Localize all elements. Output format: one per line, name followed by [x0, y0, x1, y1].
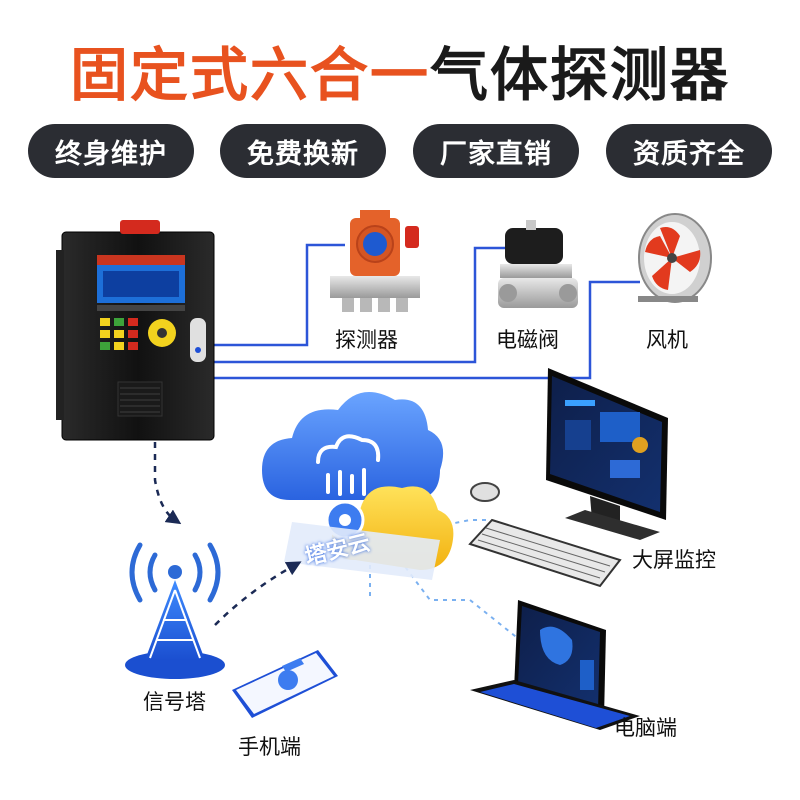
- laptop-icon: [470, 600, 640, 730]
- label-fan: 风机: [646, 328, 688, 352]
- alarm-light-icon: [120, 220, 160, 234]
- mouse-icon: [470, 482, 500, 502]
- title-highlight: 固定式六合一: [69, 41, 430, 109]
- monitor-icon: [546, 368, 668, 540]
- phone-icon: [232, 650, 338, 718]
- solenoid-valve-icon: [498, 220, 578, 308]
- title-rest: 气体探测器: [430, 41, 731, 109]
- cloud-icon: [262, 392, 454, 580]
- label-pc: 电脑端: [614, 716, 677, 740]
- connection-lines: [212, 243, 640, 380]
- label-phone: 手机端: [238, 735, 301, 759]
- network-dashed-lines: [369, 519, 521, 641]
- label-detector: 探测器: [335, 328, 398, 352]
- controller-unit: [56, 220, 215, 441]
- keyboard-icon: [468, 482, 622, 588]
- badge-replacement: 免费换新: [220, 124, 386, 178]
- signal-tower-icon: [125, 542, 225, 679]
- detector-icon: [330, 210, 420, 312]
- label-valve: 电磁阀: [496, 328, 559, 352]
- fan-icon: [638, 213, 712, 303]
- controller-keypad: [100, 318, 176, 350]
- badge-maintenance: 终身维护: [28, 124, 194, 178]
- badge-direct-sale: 厂家直销: [413, 124, 579, 178]
- label-big-screen: 大屏监控: [632, 548, 716, 572]
- page-title: 固定式六合一气体探测器: [0, 28, 800, 112]
- badge-qualification: 资质齐全: [606, 124, 772, 178]
- label-tower: 信号塔: [143, 690, 206, 714]
- feature-badges: 终身维护 免费换新 厂家直销 资质齐全: [28, 124, 772, 180]
- wireless-arrows: [153, 442, 302, 626]
